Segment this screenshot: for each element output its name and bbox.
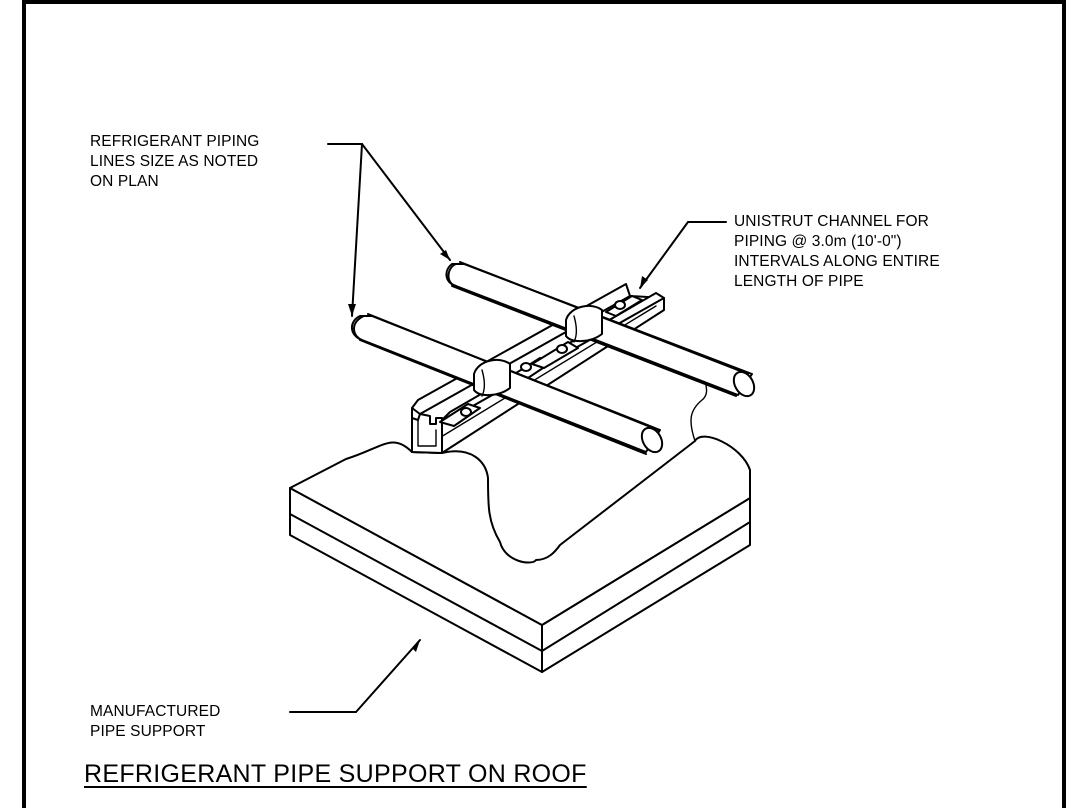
leader-lines: [289, 143, 727, 713]
pipe-clamps: [473, 304, 603, 397]
note-refrigerant-piping: REFRIGERANT PIPING LINES SIZE AS NOTED O…: [90, 133, 260, 190]
pipe-support-block: [289, 371, 751, 673]
drawing-title: REFRIGERANT PIPE SUPPORT ON ROOF: [84, 760, 587, 788]
note-unistrut-channel: UNISTRUT CHANNEL FOR PIPING @ 3.0m (10'-…: [734, 213, 940, 290]
note-manufactured-support: MANUFACTURED PIPE SUPPORT: [90, 703, 221, 740]
drawing-border: [22, 0, 1066, 808]
channel-bolts: [460, 300, 626, 417]
